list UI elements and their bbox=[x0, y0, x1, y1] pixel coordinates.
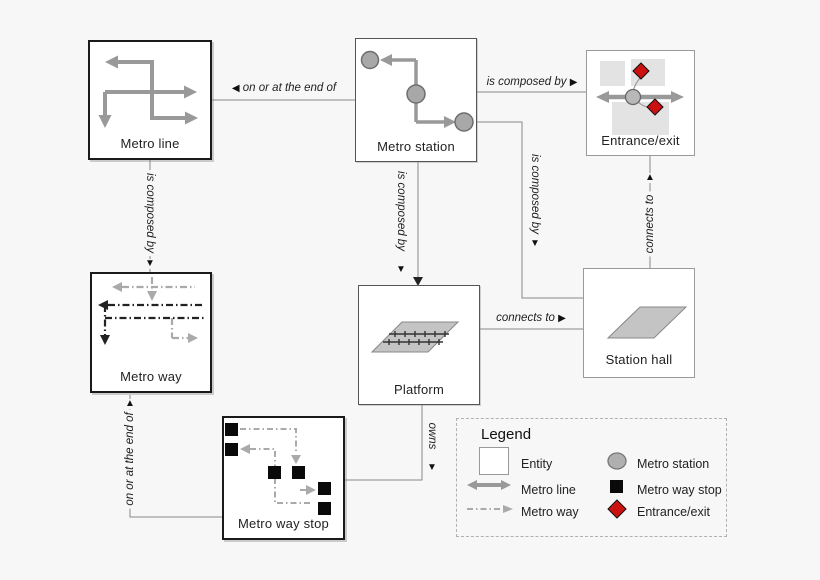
relation-connects-to-horizontal: connects to ▶ bbox=[496, 312, 566, 324]
right-triangle-icon: ▶ bbox=[558, 313, 566, 324]
metro-station-icon bbox=[360, 50, 474, 132]
entrance-exit-label: Entrance/exit bbox=[601, 133, 680, 148]
entity-swatch bbox=[479, 447, 509, 475]
relation-on-or-at-the-end-of-bottom: on or at the end of bbox=[124, 409, 136, 509]
relation-is-composed-by-mid: is composed by bbox=[395, 171, 407, 251]
down-triangle-icon: ▼ bbox=[396, 264, 406, 275]
metro-station-label: Metro station bbox=[377, 139, 455, 154]
relation-is-composed-by-right: is composed by bbox=[529, 154, 541, 234]
edge-arrowhead-platform bbox=[413, 277, 423, 286]
station-hall-icon bbox=[606, 306, 688, 339]
left-triangle-icon: ◀ bbox=[231, 83, 240, 94]
legend: Legend Entity Metro line Metro way Metro… bbox=[456, 418, 727, 537]
metro-line-icon bbox=[98, 55, 198, 128]
legend-item-metro-line: Metro line bbox=[521, 483, 576, 497]
metro-way-swatch-icon bbox=[467, 505, 513, 513]
relation-owns: owns bbox=[426, 422, 438, 450]
edge-platform-metrowaystop bbox=[345, 405, 423, 481]
metro-station-swatch-icon bbox=[607, 452, 627, 470]
entrance-exit-icon bbox=[596, 59, 684, 135]
platform-icon bbox=[370, 321, 460, 353]
edge-metrowaystop-metroway bbox=[129, 395, 222, 518]
relation-connects-to-vertical: connects to bbox=[644, 191, 656, 257]
node-platform: Platform bbox=[358, 285, 480, 405]
relation-is-composed-by-left: is composed by bbox=[144, 170, 156, 256]
entrance-exit-swatch-icon bbox=[607, 499, 627, 519]
up-triangle-icon: ▲ bbox=[645, 172, 655, 183]
down-triangle-icon: ▼ bbox=[427, 462, 437, 473]
station-hall-label: Station hall bbox=[605, 352, 673, 367]
legend-item-entity: Entity bbox=[521, 457, 553, 471]
node-metro-way-stop: Metro way stop bbox=[222, 416, 345, 540]
node-entrance-exit: Entrance/exit bbox=[586, 50, 695, 156]
legend-item-metro-station: Metro station bbox=[637, 457, 710, 471]
relation-is-composed-by-top: is composed by ▶ bbox=[486, 76, 578, 88]
relation-on-or-at-the-end-of-top: ◀ on or at the end of bbox=[231, 82, 337, 94]
node-metro-line: Metro line bbox=[88, 40, 212, 160]
edge-metrostation-stationhall bbox=[477, 121, 583, 299]
node-station-hall: Station hall bbox=[583, 268, 695, 378]
down-triangle-icon: ▼ bbox=[145, 258, 155, 269]
legend-item-entrance-exit: Entrance/exit bbox=[637, 505, 710, 519]
up-triangle-icon: ▲ bbox=[125, 398, 135, 409]
legend-title: Legend bbox=[481, 426, 532, 443]
metro-way-stop-icon bbox=[225, 423, 331, 515]
metro-way-stop-label: Metro way stop bbox=[238, 516, 329, 531]
legend-item-metro-way-stop: Metro way stop bbox=[637, 483, 722, 497]
metro-way-label: Metro way bbox=[120, 369, 182, 384]
down-triangle-icon: ▼ bbox=[530, 238, 540, 249]
metro-line-label: Metro line bbox=[120, 136, 180, 151]
node-metro-way: Metro way bbox=[90, 272, 212, 393]
platform-label: Platform bbox=[393, 382, 444, 397]
metro-way-stop-swatch bbox=[610, 480, 623, 493]
legend-item-metro-way: Metro way bbox=[521, 505, 579, 519]
metro-line-swatch-icon bbox=[467, 480, 511, 490]
metro-way-icon bbox=[98, 277, 205, 345]
right-triangle-icon: ▶ bbox=[569, 77, 578, 88]
node-metro-station: Metro station bbox=[355, 38, 477, 162]
